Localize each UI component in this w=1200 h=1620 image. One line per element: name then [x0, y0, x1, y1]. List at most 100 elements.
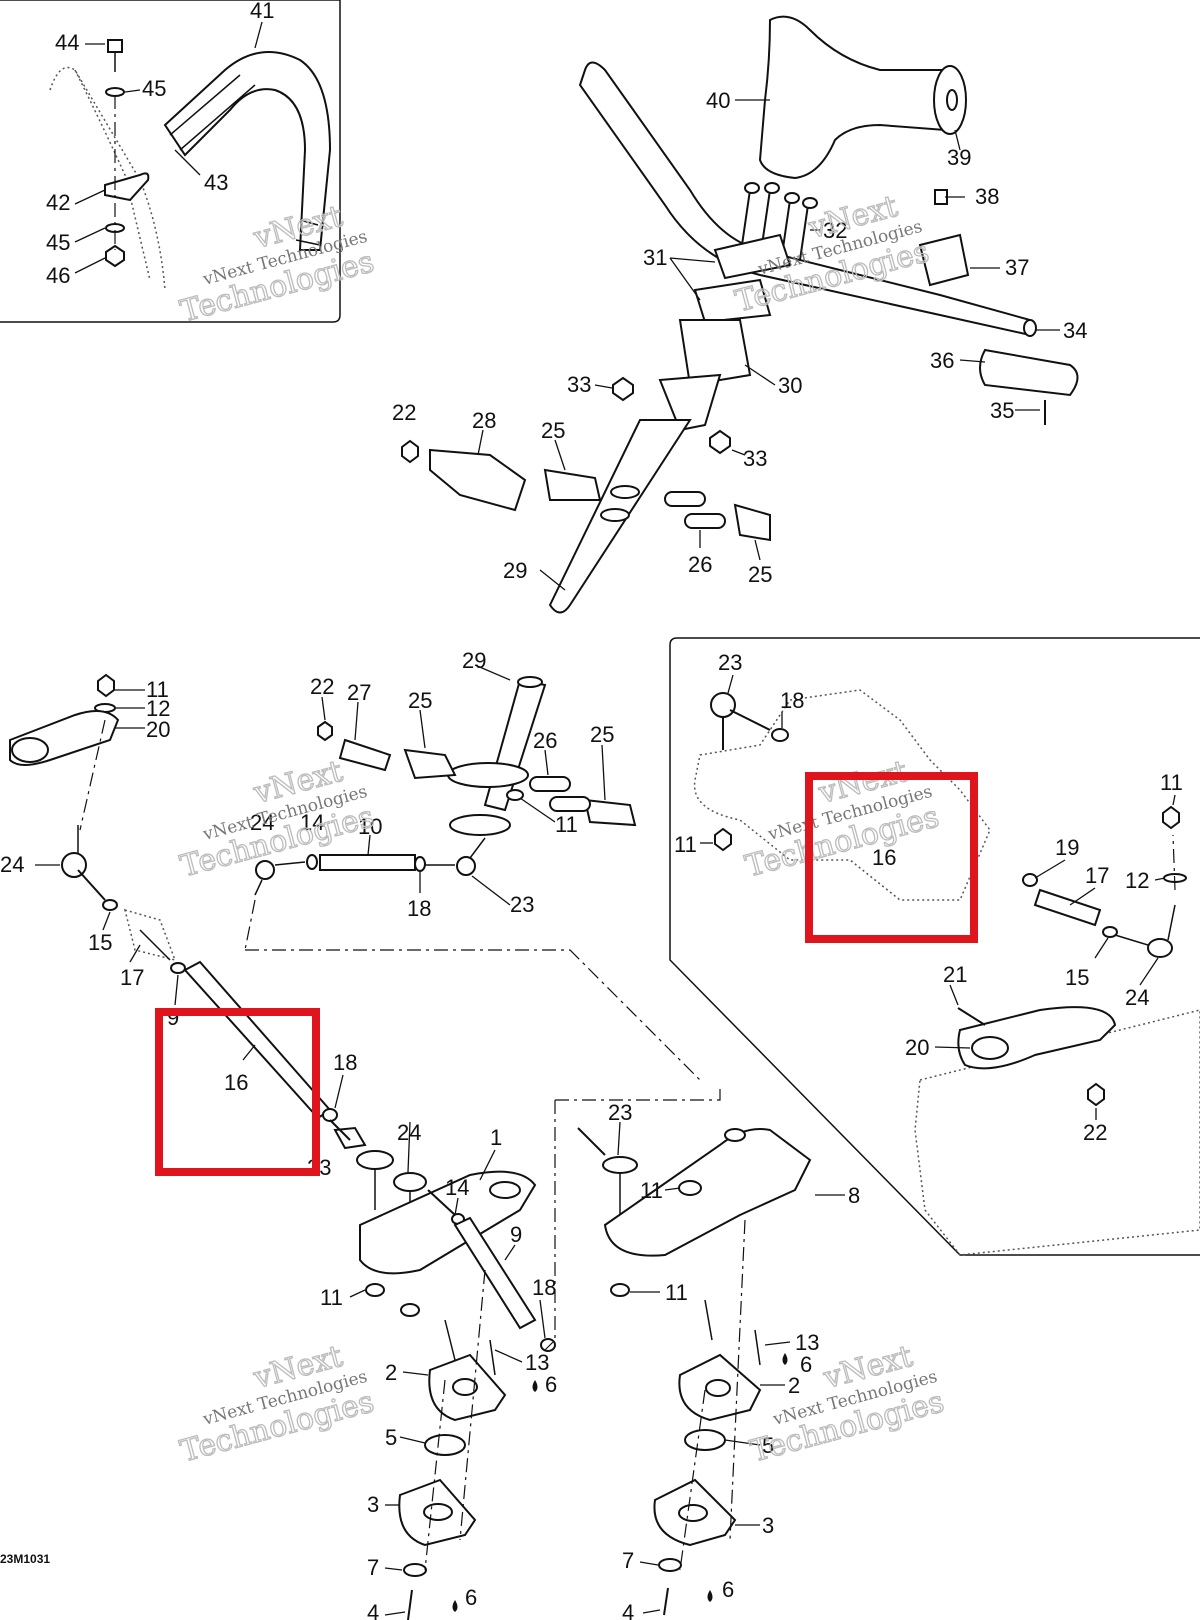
- callout-18: 18: [333, 1050, 357, 1075]
- oil-drop-icon: [707, 1590, 713, 1602]
- watermark: vNext Technologies vNext Technologies: [746, 1338, 948, 1470]
- callout-5: 5: [385, 1425, 397, 1450]
- nut-18-inset: [771, 728, 789, 742]
- callout-13: 13: [525, 1350, 549, 1375]
- arm-8: [603, 1128, 812, 1257]
- tie-rod-10: [319, 854, 416, 871]
- callout-11: 11: [674, 832, 697, 857]
- callout-15: 15: [1065, 965, 1089, 990]
- riser-30: [678, 319, 752, 387]
- bearing-5-left: [424, 1434, 466, 1456]
- callout-44: 44: [55, 30, 79, 55]
- callout-26: 26: [688, 552, 712, 577]
- callout-7: 7: [367, 1555, 379, 1580]
- assembly-path-line: [245, 949, 701, 1081]
- washer-7-right: [658, 1558, 682, 1572]
- callout-40: 40: [706, 88, 730, 113]
- bolts-32: [741, 182, 818, 261]
- callout-15: 15: [88, 930, 112, 955]
- nut-22-top: [401, 439, 419, 464]
- callout-10: 10: [358, 814, 382, 839]
- callout-6: 6: [545, 1372, 557, 1397]
- callout-11: 11: [640, 1178, 663, 1203]
- nut-9-left: [170, 962, 186, 974]
- steering-block: [658, 373, 722, 432]
- nut-15-left: [102, 899, 118, 911]
- callout-41: 41: [250, 0, 274, 23]
- callout-45: 45: [142, 76, 166, 101]
- callout-12: 12: [146, 696, 170, 721]
- ball-joint-23: [456, 856, 476, 876]
- bolt-21: [957, 1007, 986, 1026]
- callout-36: 36: [930, 348, 954, 373]
- callout-1: 1: [490, 1125, 502, 1150]
- callout-25: 25: [541, 418, 565, 443]
- clamp-25-left: [543, 468, 602, 501]
- callout-24: 24: [1125, 985, 1149, 1010]
- callout-24: 24: [250, 810, 274, 835]
- callout-29: 29: [462, 648, 486, 673]
- callout-3: 3: [762, 1513, 774, 1538]
- bearing-5-right: [684, 1429, 726, 1451]
- oil-drop-icon: [452, 1600, 458, 1612]
- callout-38: 38: [975, 184, 999, 209]
- oil-drop-icon: [532, 1380, 538, 1392]
- nut-18-mid: [414, 856, 426, 872]
- nut-33-left: [612, 376, 634, 402]
- callout-26: 26: [533, 728, 557, 753]
- callout-25: 25: [590, 722, 614, 747]
- callout-27: 27: [347, 680, 371, 705]
- rod-9-bottom: [453, 1216, 537, 1330]
- callout-18: 18: [780, 688, 804, 713]
- callout-11: 11: [320, 1285, 343, 1310]
- callout-11: 11: [146, 677, 169, 702]
- watermark: vNext Technologies vNext Technologies: [176, 198, 378, 330]
- handlebar-pad-40: [758, 15, 959, 180]
- callout-20: 20: [146, 717, 170, 742]
- right-spindle-assembly: 23 11 8 11 13 6 2 5 3 7 4 6: [544, 1085, 860, 1620]
- bushing-26d: [549, 796, 591, 812]
- callout-39: 39: [947, 145, 971, 170]
- bushing-26c: [529, 776, 571, 792]
- ball-joint-24-bottom: [393, 1172, 427, 1192]
- ball-joint-23-inset: [710, 692, 736, 718]
- left-steering-linkage: 11 12 20 24 15 17 9 16 18 23: [0, 673, 357, 1180]
- bolt-4-right: [663, 1587, 669, 1616]
- oil-drop-icon: [782, 1353, 788, 1365]
- callout-6: 6: [465, 1585, 477, 1610]
- nut-11-bottom-b: [400, 1303, 420, 1317]
- callout-33: 33: [743, 446, 767, 471]
- bushing-26a: [664, 491, 706, 507]
- nut-15-inset: [1102, 926, 1118, 938]
- steering-column-assembly: 40 39 38 32 31 37 34 36 30 33 33 35 22 2…: [392, 15, 1087, 614]
- callout-13: 13: [795, 1330, 819, 1355]
- callout-21: 21: [943, 962, 967, 987]
- bushing-26b: [684, 513, 726, 529]
- callout-8: 8: [848, 1183, 860, 1208]
- callout-30: 30: [778, 373, 802, 398]
- callout-17: 17: [1085, 863, 1109, 888]
- callout-34: 34: [1063, 318, 1087, 343]
- callout-22: 22: [1083, 1120, 1107, 1145]
- callout-7: 7: [622, 1548, 634, 1573]
- nut-14-mid: [306, 854, 318, 870]
- left-spindle-assembly: 24 1 14 9 11 18 13 6 2 5 3 7 4 6: [320, 1119, 557, 1620]
- callout-16: 16: [224, 1070, 248, 1095]
- clamp-25-right: [733, 503, 771, 542]
- diagram-code: 23M1031: [0, 1552, 50, 1566]
- link-27: [338, 738, 392, 772]
- highlight-box-part-16-inset: [805, 772, 978, 943]
- sleeve-17-inset: [1033, 888, 1102, 927]
- callout-24: 24: [397, 1120, 421, 1145]
- callout-17: 17: [120, 965, 144, 990]
- callout-22: 22: [392, 400, 416, 425]
- callout-32: 32: [823, 218, 847, 243]
- callout-18: 18: [532, 1275, 556, 1300]
- callout-37: 37: [1005, 255, 1029, 280]
- nut-11-left: [97, 673, 115, 698]
- rod-16: [183, 960, 332, 1120]
- nut-46: [105, 244, 125, 268]
- sleeve-17-left: [123, 908, 177, 962]
- watermark: vNext Technologies vNext Technologies: [741, 753, 943, 885]
